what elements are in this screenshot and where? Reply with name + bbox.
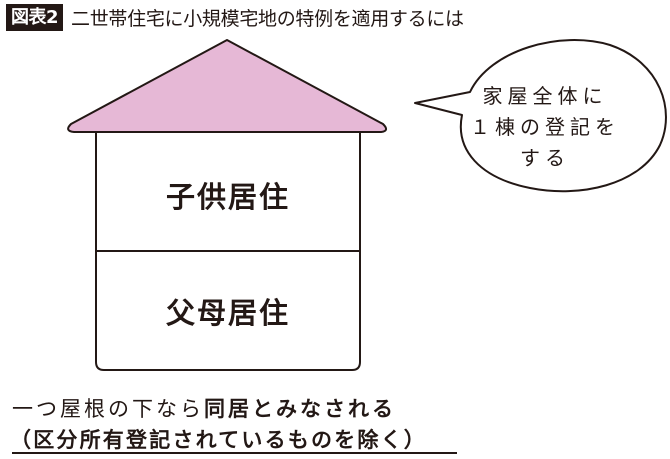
caption-line-1: 一つ屋根の下なら同居とみなされる <box>12 393 396 423</box>
bubble-line-2: １棟の登記を <box>470 115 620 139</box>
roof-shape <box>67 39 387 133</box>
caption-underline <box>12 452 457 454</box>
figure-header: 図表2 二世帯住宅に小規模宅地の特例を適用するには <box>6 4 464 31</box>
caption-regular: 一つ屋根の下なら <box>12 397 204 421</box>
house-walls <box>95 132 361 371</box>
caption-line-2: （区分所有登記されているものを除く） <box>10 428 427 452</box>
speech-bubble-shape <box>414 39 667 193</box>
lower-floor-label: 父母居住 <box>165 296 290 330</box>
upper-floor-label: 子供居住 <box>165 180 290 214</box>
figure-title: 二世帯住宅に小規模宅地の特例を適用するには <box>71 8 464 30</box>
bubble-line-1: 家屋全体に <box>482 84 608 108</box>
caption-emphasis: 同居とみなされる <box>204 397 396 421</box>
bubble-line-3: する <box>520 146 570 170</box>
figure-label: 図表2 <box>6 4 64 31</box>
